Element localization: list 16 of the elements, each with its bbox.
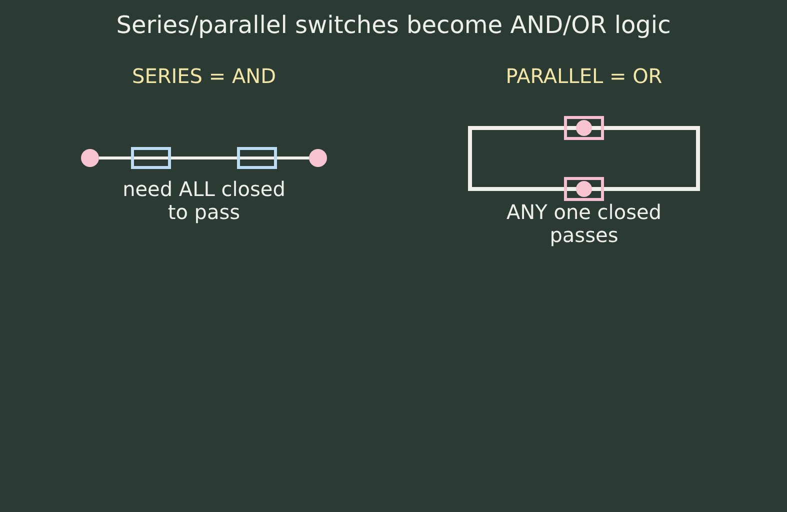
wire	[468, 126, 564, 191]
wire	[277, 156, 309, 160]
panel-heading: SERIES = AND	[132, 64, 276, 88]
switch-symbol	[564, 116, 604, 140]
wire	[171, 156, 237, 160]
switch-symbol	[237, 147, 277, 169]
diagram-title: Series/parallel switches become AND/OR logic	[116, 11, 671, 39]
switch-symbol	[131, 147, 171, 169]
caption-text: ANY one closed passes	[506, 200, 662, 246]
terminal-dot	[309, 149, 327, 167]
terminal-dot	[81, 149, 99, 167]
wire	[99, 156, 131, 160]
switch-symbol	[564, 177, 604, 201]
wire	[604, 126, 700, 191]
caption-text: need ALL closed to pass	[122, 178, 286, 224]
panel-heading: PARALLEL = OR	[506, 64, 662, 88]
